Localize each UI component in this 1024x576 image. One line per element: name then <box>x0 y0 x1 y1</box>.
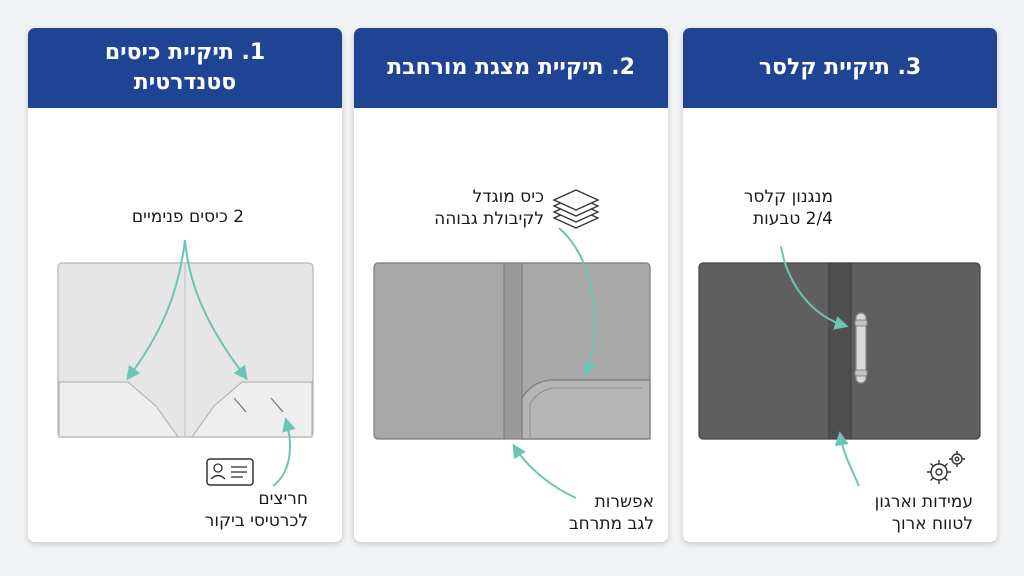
card-slit <box>233 397 247 413</box>
card-standard-pocket-folder: 1. תיקיית כיסים סטנדרטית <box>28 28 342 542</box>
label-binder-mechanism: מנגנון קלסר 2/4 טבעות <box>743 187 833 229</box>
pocket-folder-illustration <box>57 239 314 487</box>
paper-stack-icon <box>552 189 600 229</box>
expanded-folder-illustration <box>373 189 651 499</box>
card-binder-folder: 3. תיקיית קלסר <box>683 28 997 542</box>
binder-folder-illustration <box>698 245 981 487</box>
card-slit <box>270 397 284 413</box>
gears-icon <box>927 451 965 484</box>
card-body: מנגנון קלסר 2/4 טבעות עמידות וארגון לטוו… <box>683 108 997 542</box>
card-body: 2 כיסים פנימיים חריצים לכרטיסי ביקור <box>28 108 342 542</box>
card-title: 2. תיקיית מצגת מורחבת <box>354 28 668 108</box>
card-title: 3. תיקיית קלסר <box>683 28 997 108</box>
business-card-icon <box>206 458 254 486</box>
card-body: כיס מוגדל לקיבולת גבוהה אפשרות לגב מתרחב <box>354 108 668 542</box>
label-card-slits: חריצים לכרטיסי ביקור <box>204 489 308 531</box>
binder-ring-icon <box>854 312 868 384</box>
card-expanded-presentation-folder: 2. תיקיית מצגת מורחבת <box>354 28 668 542</box>
label-expanding-spine: אפשרות לגב מתרחב <box>568 492 654 534</box>
label-durability: עמידות וארגון לטווח ארוך <box>874 492 973 534</box>
label-internal-pockets: 2 כיסים פנימיים <box>131 207 245 227</box>
card-title: 1. תיקיית כיסים סטנדרטית <box>28 28 342 108</box>
label-enlarged-pocket: כיס מוגדל לקיבולת גבוהה <box>434 187 544 229</box>
